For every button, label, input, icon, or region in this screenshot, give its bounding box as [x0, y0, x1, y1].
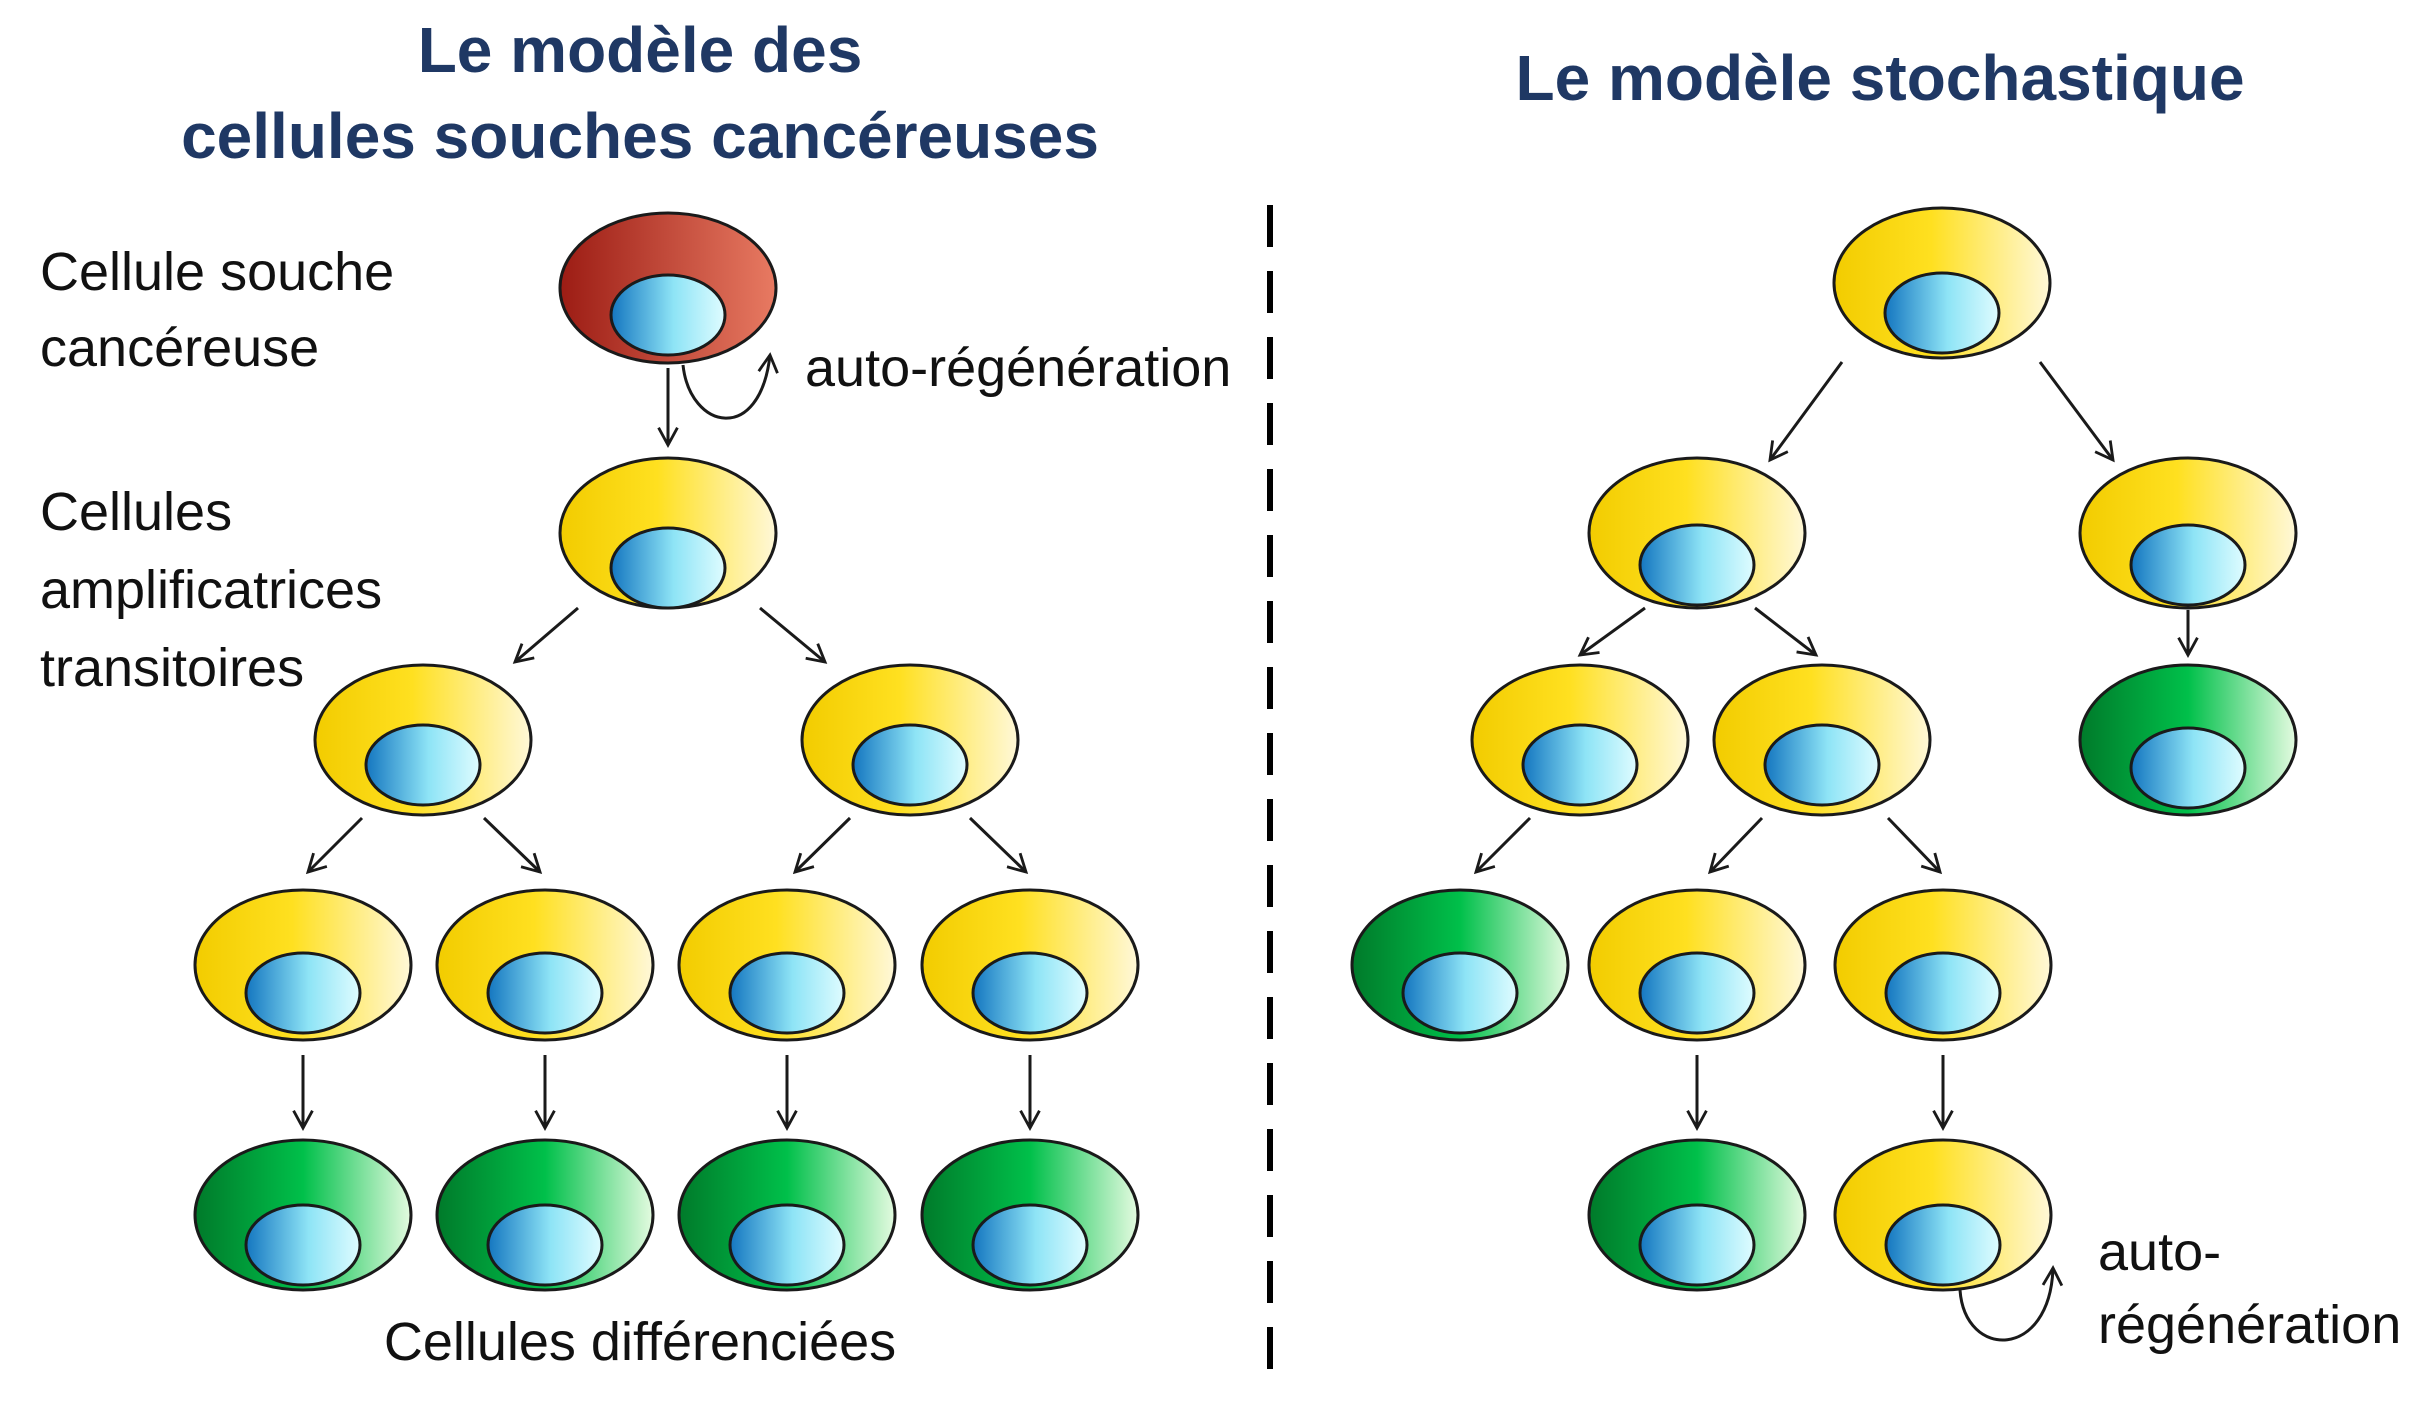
- cell-nucleus: [486, 1203, 604, 1287]
- cell-nucleus: [609, 526, 727, 610]
- progenitor-cell: [1587, 456, 1807, 610]
- cell-nucleus: [1763, 723, 1881, 807]
- arrow: [759, 606, 828, 664]
- right-title: Le modèle stochastique: [1515, 42, 2244, 114]
- self-renewal-arrow-left: [681, 352, 779, 420]
- arrow: [1577, 606, 1646, 657]
- label-amplifying-line2: amplificatrices: [40, 560, 382, 620]
- progenitor-cell: [1832, 206, 2052, 360]
- arrow: [512, 606, 579, 664]
- cell-nucleus: [244, 951, 362, 1035]
- label-amplifying-line1: Cellules: [40, 482, 232, 542]
- label-stem-cell-line2: cancéreuse: [40, 318, 319, 378]
- cell-nucleus: [2129, 523, 2247, 607]
- left-panel: Le modèle des cellules souches cancéreus…: [40, 14, 1231, 1372]
- cell-nucleus: [1401, 951, 1519, 1035]
- arrow: [305, 816, 364, 875]
- arrow: [482, 816, 543, 875]
- left-arrows: [292, 368, 1041, 1131]
- arrow: [1707, 816, 1764, 875]
- cell-nucleus: [1884, 951, 2002, 1035]
- progenitor-cell: [800, 663, 1020, 817]
- label-differentiated: Cellules différenciées: [384, 1312, 896, 1372]
- progenitor-cell: [558, 456, 778, 610]
- progenitor-cell: [1833, 1138, 2053, 1292]
- cell-nucleus: [1638, 523, 1756, 607]
- right-arrows: [1473, 361, 2199, 1131]
- stem-cell: [558, 211, 778, 365]
- label-self-renewal-left: auto-régénération: [805, 338, 1231, 398]
- arrow: [1754, 606, 1819, 657]
- label-stem-cell-line1: Cellule souche: [40, 242, 394, 302]
- label-amplifying-line3: transitoires: [40, 638, 304, 698]
- arrow: [1886, 816, 1943, 875]
- differentiated-cell: [920, 1138, 1140, 1292]
- self-renewal-arrow-right: [1958, 1265, 2064, 1342]
- right-panel: Le modèle stochastique auto- régénératio…: [1350, 42, 2401, 1355]
- differentiated-cell: [435, 1138, 655, 1292]
- differentiated-cell: [1587, 1138, 1807, 1292]
- arrow: [968, 816, 1029, 875]
- cell-nucleus: [1884, 1203, 2002, 1287]
- cell-nucleus: [486, 951, 604, 1035]
- progenitor-cell: [435, 888, 655, 1042]
- differentiated-cell: [2078, 663, 2298, 817]
- cell-nucleus: [1638, 951, 1756, 1035]
- cell-nucleus: [851, 723, 969, 807]
- differentiated-cell: [677, 1138, 897, 1292]
- cell-nucleus: [609, 273, 727, 357]
- progenitor-cell: [1712, 663, 1932, 817]
- arrow: [1473, 816, 1532, 875]
- cell-nucleus: [1521, 723, 1639, 807]
- differentiated-cell: [1350, 888, 1570, 1042]
- arrow: [792, 816, 852, 875]
- progenitor-cell: [1470, 663, 1690, 817]
- progenitor-cell: [313, 663, 533, 817]
- cell-nucleus: [728, 951, 846, 1035]
- progenitor-cell: [920, 888, 1140, 1042]
- progenitor-cell: [677, 888, 897, 1042]
- progenitor-cell: [2078, 456, 2298, 610]
- progenitor-cell: [1587, 888, 1807, 1042]
- label-self-renewal-right-line2: régénération: [2098, 1295, 2401, 1355]
- cell-nucleus: [728, 1203, 846, 1287]
- cell-nucleus: [1638, 1203, 1756, 1287]
- cell-nucleus: [971, 951, 1089, 1035]
- cell-nucleus: [364, 723, 482, 807]
- arrow: [1768, 361, 1844, 463]
- left-title-line2: cellules souches cancéreuses: [181, 100, 1099, 172]
- left-title-line1: Le modèle des: [418, 14, 863, 86]
- arrow: [2038, 361, 2115, 463]
- cell-nucleus: [971, 1203, 1089, 1287]
- differentiated-cell: [193, 1138, 413, 1292]
- cell-nucleus: [244, 1203, 362, 1287]
- progenitor-cell: [193, 888, 413, 1042]
- cell-nucleus: [1883, 271, 2001, 355]
- progenitor-cell: [1833, 888, 2053, 1042]
- label-self-renewal-right-line1: auto-: [2098, 1222, 2221, 1282]
- cell-nucleus: [2129, 726, 2247, 810]
